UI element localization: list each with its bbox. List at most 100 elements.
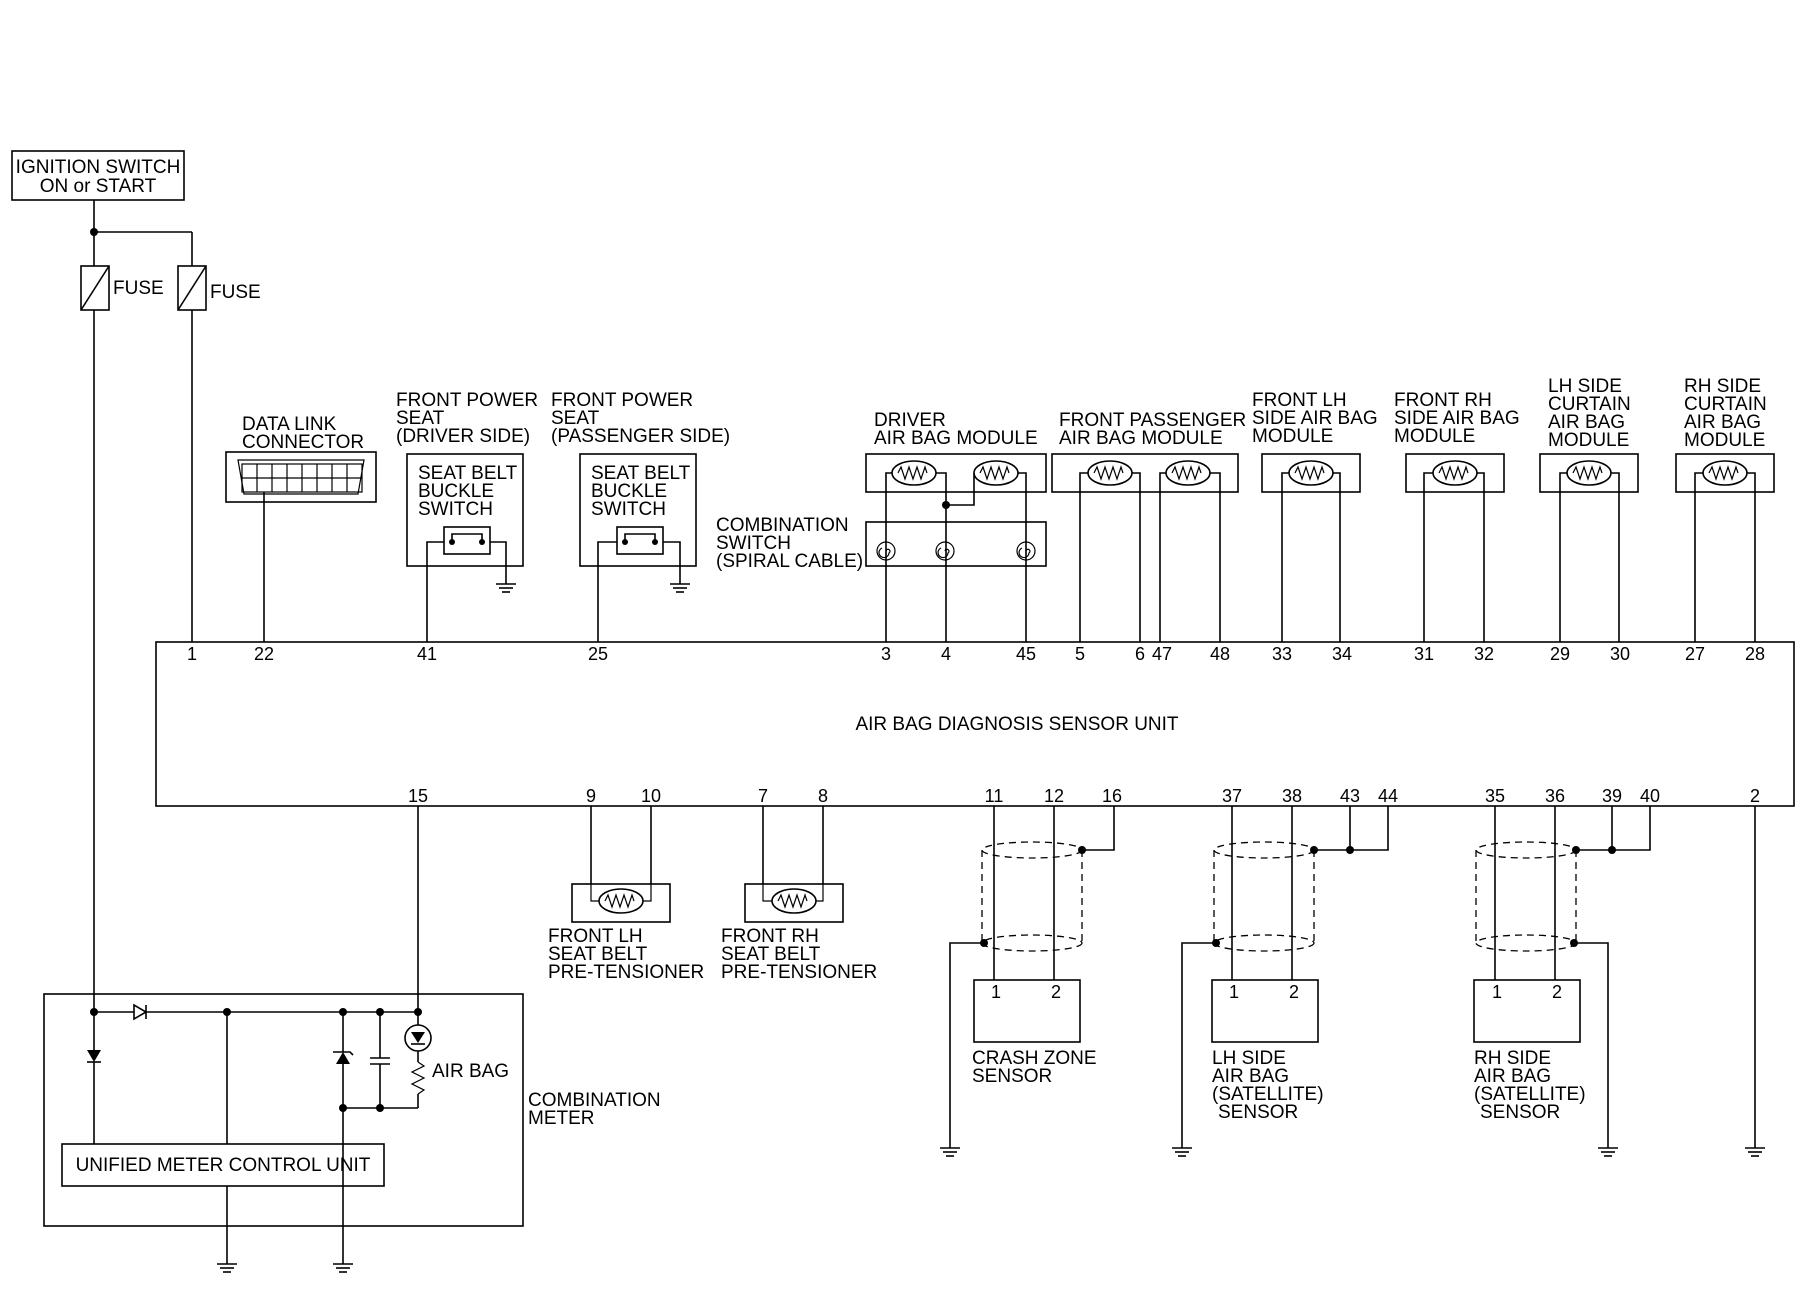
fuse-2: FUSE [177,232,261,311]
pass-airbag-label-1: FRONT PASSENGER [1059,410,1246,431]
lh-curtain-label-3: AIR BAG [1548,412,1625,433]
pin-40: 40 [1640,786,1660,806]
rh-satellite-label-3: (SATELLITE) [1474,1084,1586,1105]
pin-8: 8 [818,786,828,806]
crash-zone-pin-2: 2 [1051,982,1061,1002]
front-lh-seat-belt-pretensioner: FRONT LH SEAT BELT PRE-TENSIONER [548,806,704,983]
pin-2: 2 [1750,786,1760,806]
seat-pass-switch-3: SWITCH [591,499,666,520]
comb-switch-label-2: SWITCH [716,533,791,554]
data-link-label-1: DATA LINK [242,414,337,435]
ignition-switch: IGNITION SWITCH ON or START [11,150,185,201]
seat-driver-switch-3: SWITCH [418,499,493,520]
pin-36: 36 [1545,786,1565,806]
pin-11: 11 [985,786,1004,806]
pin-44: 44 [1378,786,1398,806]
fuse-1-label: FUSE [113,278,164,299]
pin-32: 32 [1474,644,1494,664]
driver-airbag-label-2: AIR BAG MODULE [874,428,1038,449]
lh-side-curtain-air-bag-module: LH SIDE CURTAIN AIR BAG MODULE [1539,376,1639,642]
pin-15: 15 [408,786,428,806]
comb-switch-label-3: (SPIRAL CABLE) [716,551,863,572]
lh-curtain-label-4: MODULE [1548,430,1629,451]
front-passenger-air-bag-module: FRONT PASSENGER AIR BAG MODULE [1051,410,1246,642]
resistor-icon [410,1061,426,1095]
rh-curtain-label-3: AIR BAG [1684,412,1761,433]
data-link-connector: DATA LINK CONNECTOR [225,414,377,503]
front-lh-side-air-bag-module: FRONT LH SIDE AIR BAG MODULE [1252,390,1378,642]
crash-zone-label-2: SENSOR [972,1066,1052,1087]
pin-22: 22 [254,644,274,664]
pin-37: 37 [1222,786,1242,806]
front-lh-side-label-2: SIDE AIR BAG [1252,408,1378,429]
pin-1: 1 [187,644,197,664]
pin-35: 35 [1485,786,1505,806]
air-bag-lamp-label: AIR BAG [432,1061,509,1082]
pin-29: 29 [1550,644,1570,664]
fuse-2-label: FUSE [210,282,261,303]
pin-41: 41 [417,644,437,664]
seat-driver-switch-2: BUCKLE [418,481,494,502]
pin-47: 47 [1152,644,1172,664]
lh-satellite-pin-2: 2 [1289,982,1299,1002]
lh-side-air-bag-satellite-sensor: 1 2 LH SIDE AIR BAG (SATELLITE) SENSOR [1171,806,1389,1157]
pin-4: 4 [941,644,951,664]
front-lh-side-label-3: MODULE [1252,426,1333,447]
lh-pretensioner-label-2: SEAT BELT [548,944,648,965]
pin-25: 25 [588,644,608,664]
seat-driver-label-2: SEAT [396,408,445,429]
rh-pretensioner-label-2: SEAT BELT [721,944,821,965]
air-bag-diagnosis-sensor-unit: AIR BAG DIAGNOSIS SENSOR UNIT 1 22 41 25… [155,641,1795,807]
sensor-unit-label: AIR BAG DIAGNOSIS SENSOR UNIT [855,714,1178,735]
pass-airbag-label-2: AIR BAG MODULE [1059,428,1223,449]
pin-34: 34 [1332,644,1352,664]
ignition-label-1: IGNITION SWITCH [16,157,181,178]
rh-satellite-label-1: RH SIDE [1474,1048,1551,1069]
pin-7: 7 [758,786,768,806]
pin-12: 12 [1044,786,1064,806]
pin-48: 48 [1210,644,1230,664]
front-power-seat-passenger: FRONT POWER SEAT (PASSENGER SIDE) SEAT B… [551,390,730,642]
ignition-label-2: ON or START [40,176,157,197]
meter-control-unit-label: UNIFIED METER CONTROL UNIT [76,1155,371,1176]
rh-pretensioner-label-3: PRE-TENSIONER [721,962,877,983]
rh-satellite-label-4: SENSOR [1480,1102,1560,1123]
pin-45: 45 [1016,644,1036,664]
lh-pretensioner-label-1: FRONT LH [548,926,643,947]
pin-31: 31 [1414,644,1434,664]
crash-zone-label-1: CRASH ZONE [972,1048,1097,1069]
pin-30: 30 [1610,644,1630,664]
pin-10: 10 [641,786,661,806]
rh-satellite-pin-1: 1 [1492,982,1502,1002]
seat-pass-switch-1: SEAT BELT [591,463,691,484]
rh-curtain-label-4: MODULE [1684,430,1765,451]
seat-driver-switch-1: SEAT BELT [418,463,518,484]
pin-38: 38 [1282,786,1302,806]
combination-meter-label-1: COMBINATION [528,1090,661,1111]
lh-satellite-label-4: SENSOR [1218,1102,1298,1123]
crash-zone-sensor: 1 2 CRASH ZONE SENSOR [939,806,1115,1157]
front-rh-side-air-bag-module: FRONT RH SIDE AIR BAG MODULE [1394,390,1520,642]
rh-satellite-label-2: AIR BAG [1474,1066,1551,1087]
pin-27: 27 [1685,644,1705,664]
rh-side-curtain-air-bag-module: RH SIDE CURTAIN AIR BAG MODULE [1675,376,1775,642]
driver-air-bag-module: DRIVER AIR BAG MODULE [865,410,1047,642]
front-lh-side-label-1: FRONT LH [1252,390,1347,411]
fuse-1: FUSE [80,232,164,311]
lh-satellite-pin-1: 1 [1229,982,1239,1002]
lh-curtain-label-1: LH SIDE [1548,376,1622,397]
front-rh-seat-belt-pretensioner: FRONT RH SEAT BELT PRE-TENSIONER [721,806,877,983]
rh-satellite-pin-2: 2 [1552,982,1562,1002]
pin-6: 6 [1135,644,1145,664]
seat-pass-label-1: FRONT POWER [551,390,693,411]
lh-curtain-label-2: CURTAIN [1548,394,1631,415]
seat-pass-label-2: SEAT [551,408,600,429]
seat-pass-switch-2: BUCKLE [591,481,667,502]
driver-airbag-label-1: DRIVER [874,410,946,431]
front-rh-side-label-3: MODULE [1394,426,1475,447]
pin-3: 3 [881,644,891,664]
front-power-seat-driver: FRONT POWER SEAT (DRIVER SIDE) SEAT BELT… [396,390,538,642]
data-link-label-2: CONNECTOR [242,432,364,453]
seat-driver-label-1: FRONT POWER [396,390,538,411]
